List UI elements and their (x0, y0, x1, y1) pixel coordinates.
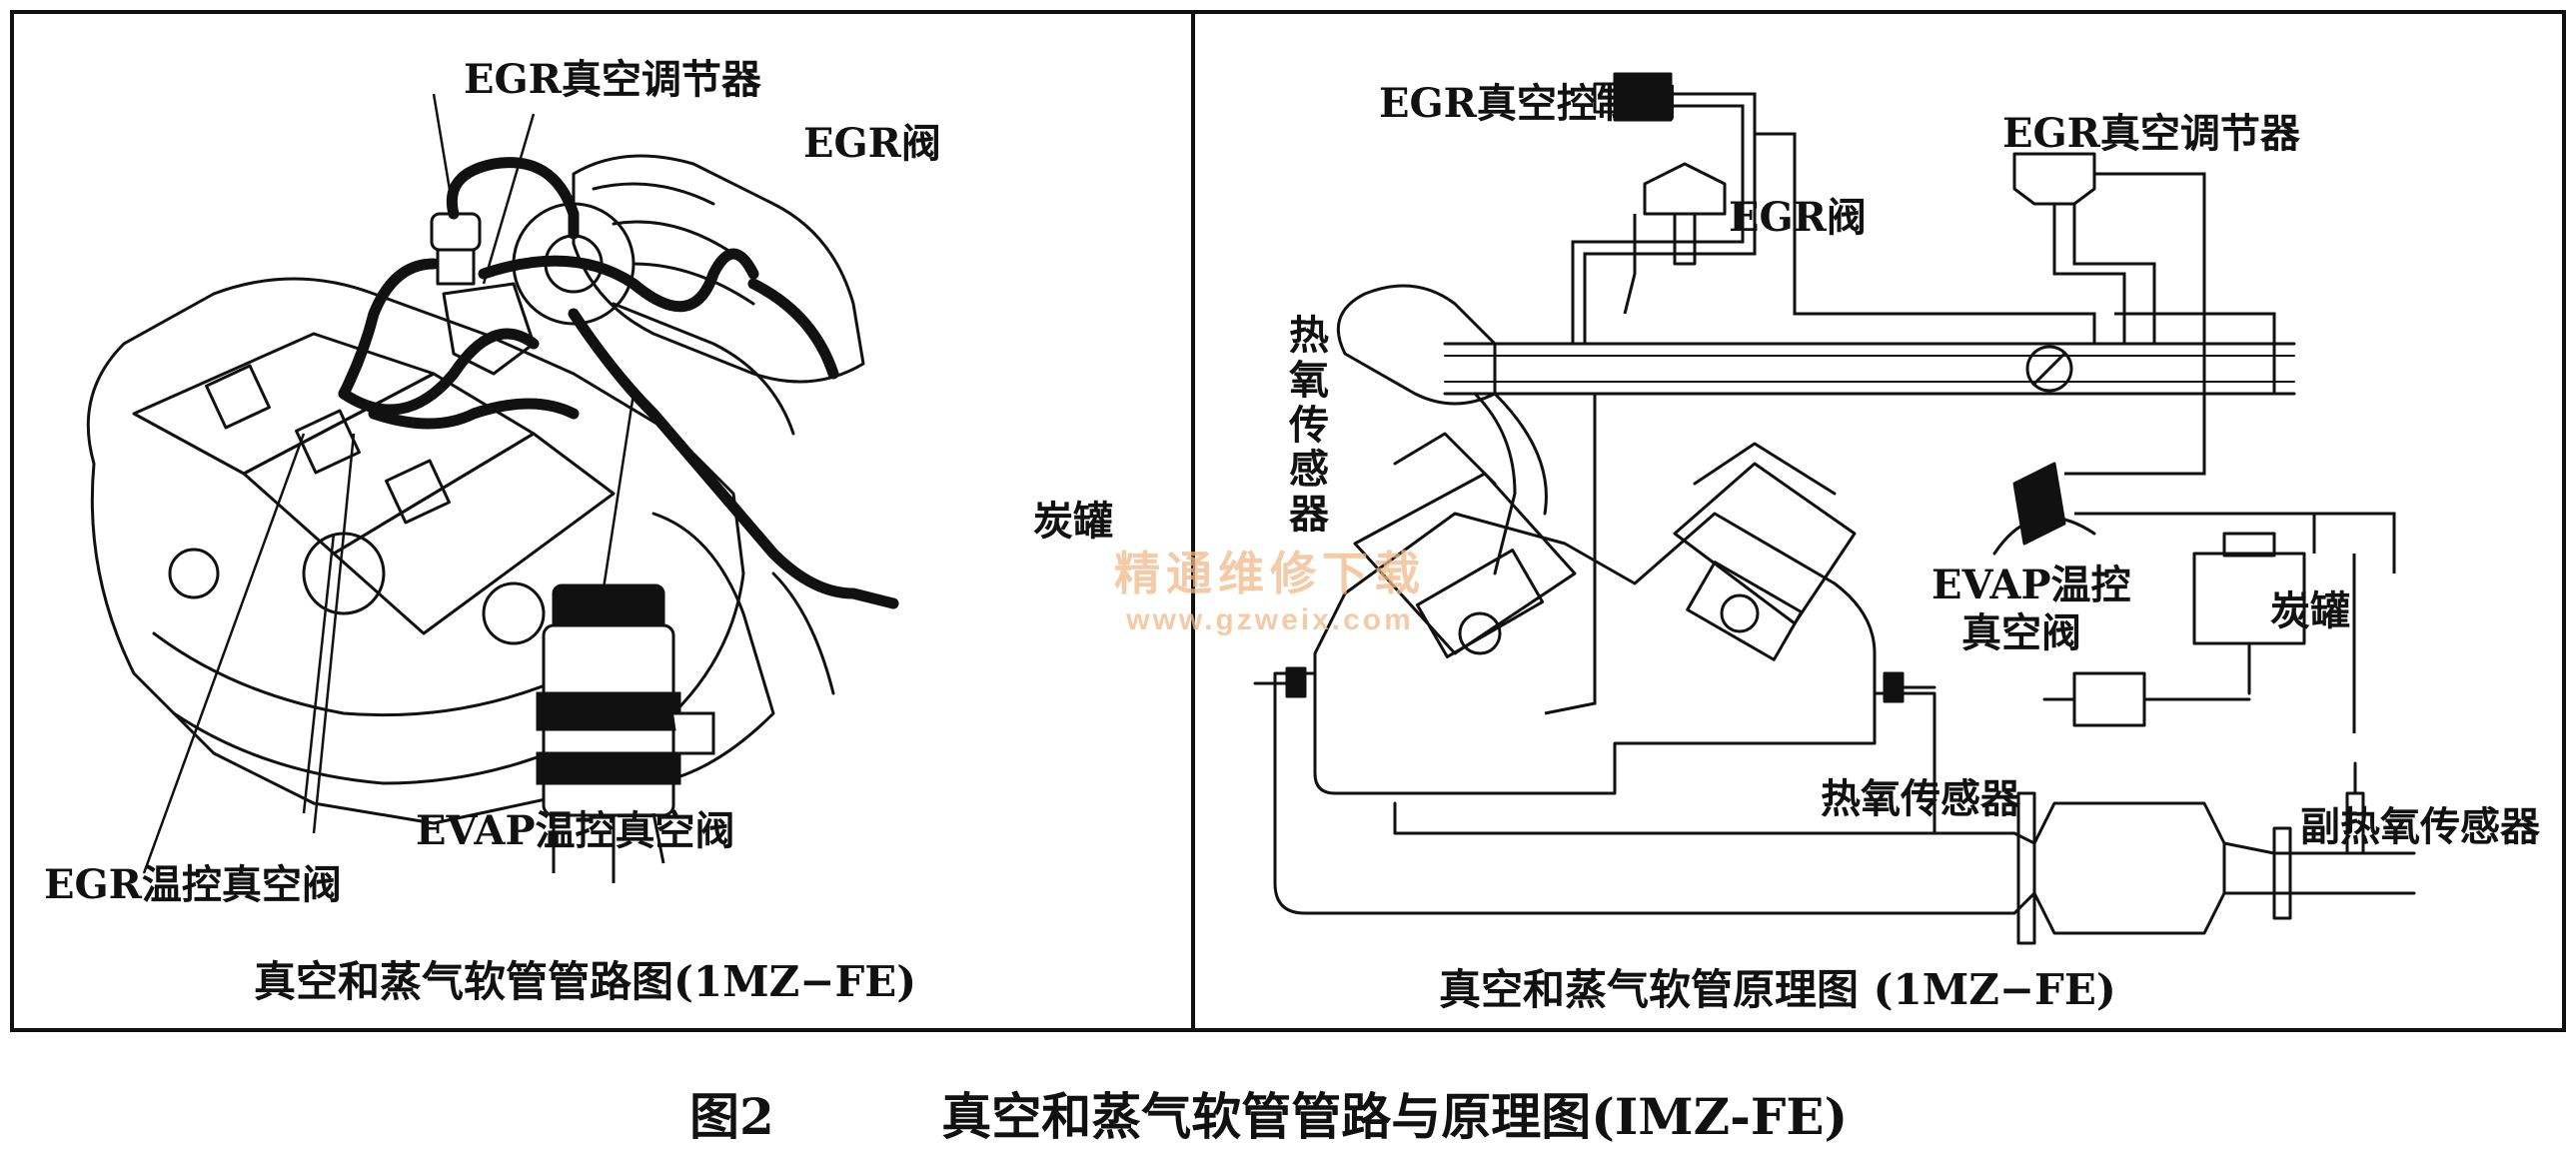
figure-caption: 图2 真空和蒸气软管管路与原理图(IMZ-FE) (689, 1077, 1848, 1149)
label-egr-vacuum-regulator: EGR真空调节器 (464, 56, 761, 103)
engine-block (86, 277, 745, 825)
leader-lines (142, 93, 636, 874)
egr-vacuum-regulator (430, 212, 482, 252)
watermark: 精通维修下载 www.gzweix.com (1114, 538, 1426, 637)
engine-block-schematic (1313, 512, 1877, 795)
label-egr-vacuum-control-valve: EGR真空控制阀 (1379, 80, 1677, 127)
panel-divider (1191, 10, 1195, 1032)
figure-frame (10, 10, 2566, 1032)
evap-thermo-valve (2012, 462, 2066, 546)
exhaust-pipe-right (1393, 801, 2016, 835)
vacuum-hoses (338, 157, 899, 609)
watermark-line2: www.gzweix.com (1126, 603, 1414, 636)
egr-vacuum-regulator-schematic (2012, 152, 2096, 206)
cylinder-bank-right (1673, 462, 1857, 625)
cylinder-bank-left (1353, 472, 1577, 655)
egr-vacuum-control-valve (1613, 72, 1673, 122)
intake-manifold (572, 154, 865, 384)
label-evap-thermo-valve-line1: EVAP温控 (1932, 562, 2131, 608)
label-evap-thermo-valve-line2: 真空阀 (1961, 609, 2081, 656)
label-canister: 炭罐 (1033, 498, 1113, 545)
label-egr-valve: EGR阀 (803, 120, 941, 167)
charcoal-canister (536, 583, 715, 883)
intake-pipe (1443, 342, 2296, 396)
oxygen-sensor-right (1883, 671, 1905, 703)
figure-number: 图2 (689, 1087, 774, 1146)
egr-valve (442, 282, 536, 376)
watermark-line1: 精通维修下载 (1114, 548, 1426, 599)
routing-diagram-caption: 真空和蒸气软管管路图(1MZ−FE) (254, 957, 917, 1006)
schematic-diagram-caption: 真空和蒸气软管原理图 (1MZ−FE) (1439, 965, 2116, 1014)
purge-vsv (2072, 671, 2146, 727)
label-egr-thermo-valve: EGR温控真空阀 (44, 861, 342, 908)
schematic-drawing (1253, 72, 2416, 945)
label-egr-vacuum-regulator-schematic: EGR真空调节器 (2002, 110, 2300, 157)
exhaust-pipe-left (1273, 671, 2016, 915)
label-oxygen-sensor-vertical: 热氧传感器 (1289, 312, 1329, 539)
label-evap-thermo-valve: EVAP温控真空阀 (416, 807, 735, 854)
label-sub-oxygen-sensor: 副热氧传感器 (2300, 803, 2540, 850)
oxygen-sensor-left (1285, 666, 1307, 698)
figure-title: 真空和蒸气软管管路与原理图(IMZ-FE) (941, 1087, 1849, 1146)
label-egr-valve-schematic: EGR阀 (1729, 194, 1867, 241)
egr-valve-schematic (1643, 162, 1727, 216)
throttle-valve (2025, 345, 2073, 393)
catalytic-converter (2032, 801, 2226, 935)
intake-plenum (1336, 284, 1497, 406)
label-oxygen-sensor: 热氧传感器 (1821, 775, 2020, 822)
schematic-vacuum-lines (1544, 92, 2396, 733)
label-canister-schematic: 炭罐 (2270, 587, 2350, 634)
engine-routing-drawing (86, 93, 899, 883)
routing-diagram-panel: EGR真空调节器 EGR阀 炭罐 EVAP温控真空阀 EGR温控真空阀 真空和蒸… (14, 14, 1191, 1028)
schematic-diagram-panel: EGR真空控制阀 EGR真空调节器 EGR阀 热氧传感器 EVAP温控 真空阀 … (1195, 14, 2562, 1028)
